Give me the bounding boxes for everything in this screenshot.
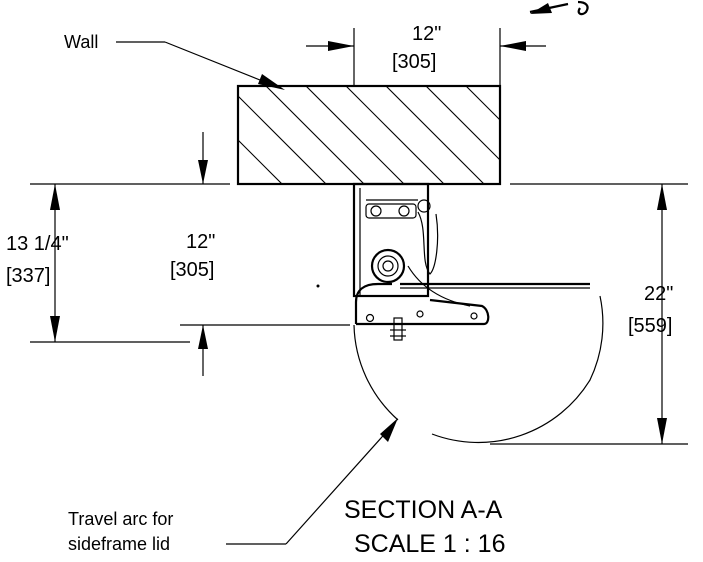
arc-note-line1: Travel arc for xyxy=(68,509,173,529)
top-width-mm: [305] xyxy=(392,51,436,73)
section-title-block: SECTION A-A SCALE 1 : 16 xyxy=(344,496,505,558)
left-height-dimension: 13 1/4" [337] xyxy=(6,184,69,342)
arc-note-line2: sideframe lid xyxy=(68,534,170,554)
right-height-in: 22" xyxy=(644,283,673,305)
view-arrow-fragment xyxy=(529,0,589,16)
left-height-in: 13 1/4" xyxy=(6,233,69,255)
wall-block xyxy=(236,84,502,186)
section-scale: SCALE 1 : 16 xyxy=(354,530,505,558)
wall-face-extension-lines xyxy=(30,183,688,445)
travel-arc-leader: Travel arc for sideframe lid xyxy=(68,418,398,554)
inner-height-dimension: 12" [305] xyxy=(170,132,215,376)
left-height-mm: [337] xyxy=(6,265,50,287)
top-width-dimension: 12" [305] xyxy=(306,23,546,86)
right-height-mm: [559] xyxy=(628,315,672,337)
inner-height-in: 12" xyxy=(186,231,215,253)
inner-height-mm: [305] xyxy=(170,259,214,281)
sideframe-mechanism xyxy=(316,182,590,341)
travel-arc xyxy=(353,295,604,444)
wall-leader: Wall xyxy=(64,32,285,90)
top-width-in: 12" xyxy=(412,23,441,45)
section-title: SECTION A-A xyxy=(344,496,503,524)
right-height-dimension: 22" [559] xyxy=(628,184,673,444)
wall-label: Wall xyxy=(64,32,98,52)
